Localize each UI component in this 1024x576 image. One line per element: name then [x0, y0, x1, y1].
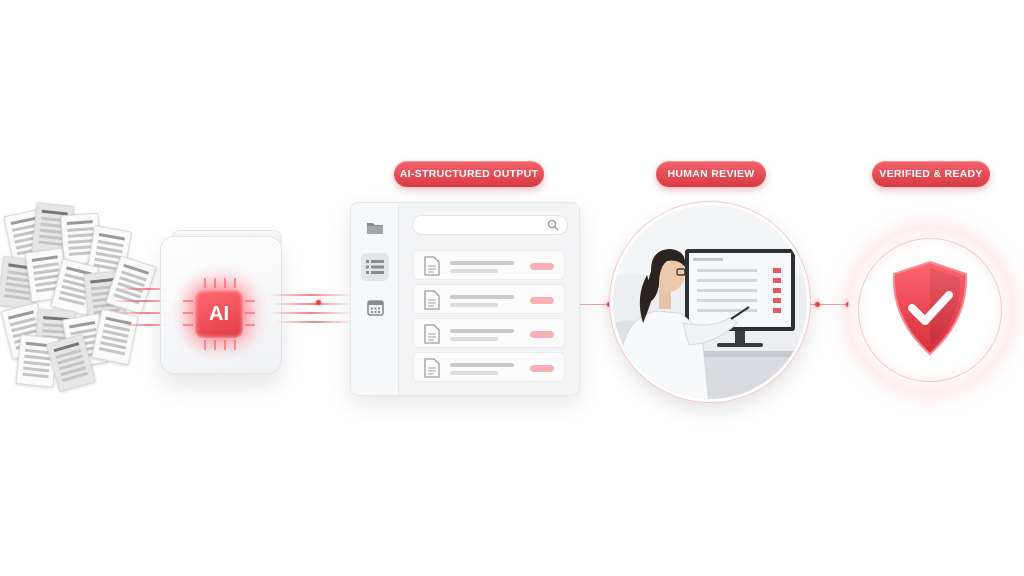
document-icon: [424, 256, 440, 276]
list-item[interactable]: [413, 284, 565, 314]
line-placeholder: [450, 329, 514, 333]
list-icon: [366, 260, 384, 274]
chip-pin: [214, 340, 216, 350]
list-item[interactable]: [413, 318, 565, 348]
data-stream: [114, 312, 180, 314]
list-item[interactable]: [413, 250, 565, 280]
label-verified-ready: VERIFIED & READY: [872, 161, 990, 187]
line-placeholder: [450, 261, 514, 265]
data-stream: [110, 300, 180, 302]
calendar-icon: [366, 299, 384, 316]
chip-pin: [245, 312, 255, 314]
status-tag: [530, 365, 554, 372]
chip-pin: [234, 340, 236, 350]
data-stream: [268, 294, 352, 296]
sidebar-list[interactable]: [361, 253, 389, 281]
data-stream: [268, 312, 352, 314]
chip-pin: [234, 278, 236, 288]
data-stream: [120, 324, 178, 326]
document-icon: [424, 290, 440, 310]
chip-pin: [245, 324, 255, 326]
chip-pin: [204, 278, 206, 288]
line-placeholder: [450, 363, 514, 367]
chip-pin: [214, 278, 216, 288]
list-item[interactable]: [413, 352, 565, 382]
chip-pin: [183, 300, 193, 302]
folder-icon: [367, 222, 383, 234]
data-stream: [118, 288, 178, 290]
document-pile: [0, 200, 160, 393]
line-placeholder: [450, 337, 498, 341]
stream-node: [316, 300, 321, 305]
chip-pin: [245, 300, 255, 302]
search-input[interactable]: [412, 215, 568, 235]
connector-line: [810, 304, 850, 305]
data-stream: [276, 321, 352, 323]
status-tag: [530, 331, 554, 338]
document-icon: [424, 358, 440, 378]
connector-node: [607, 302, 612, 307]
chip-pin: [204, 340, 206, 350]
status-tag: [530, 297, 554, 304]
sidebar-folder[interactable]: [361, 213, 389, 241]
ai-chip: AI: [195, 290, 243, 338]
document-icon: [424, 324, 440, 344]
chip-pin: [224, 278, 226, 288]
line-placeholder: [450, 295, 514, 299]
chip-pin: [224, 340, 226, 350]
chip-pin: [183, 312, 193, 314]
line-placeholder: [450, 303, 498, 307]
line-placeholder: [450, 269, 498, 273]
search-icon[interactable]: [547, 219, 559, 231]
line-placeholder: [450, 371, 498, 375]
label-ai-structured-output: AI-STRUCTURED OUTPUT: [394, 161, 544, 187]
reviewer-illustration: [613, 205, 807, 399]
connector-node: [815, 302, 820, 307]
sidebar-calendar[interactable]: [361, 293, 389, 321]
connector-line: [580, 304, 612, 305]
window-sidebar: [351, 203, 399, 395]
status-tag: [530, 263, 554, 270]
chip-pin: [183, 324, 193, 326]
data-stream: [272, 303, 352, 305]
shield-check-icon: [892, 260, 968, 356]
human-review-image: [610, 202, 810, 402]
label-human-review: HUMAN REVIEW: [656, 161, 766, 187]
